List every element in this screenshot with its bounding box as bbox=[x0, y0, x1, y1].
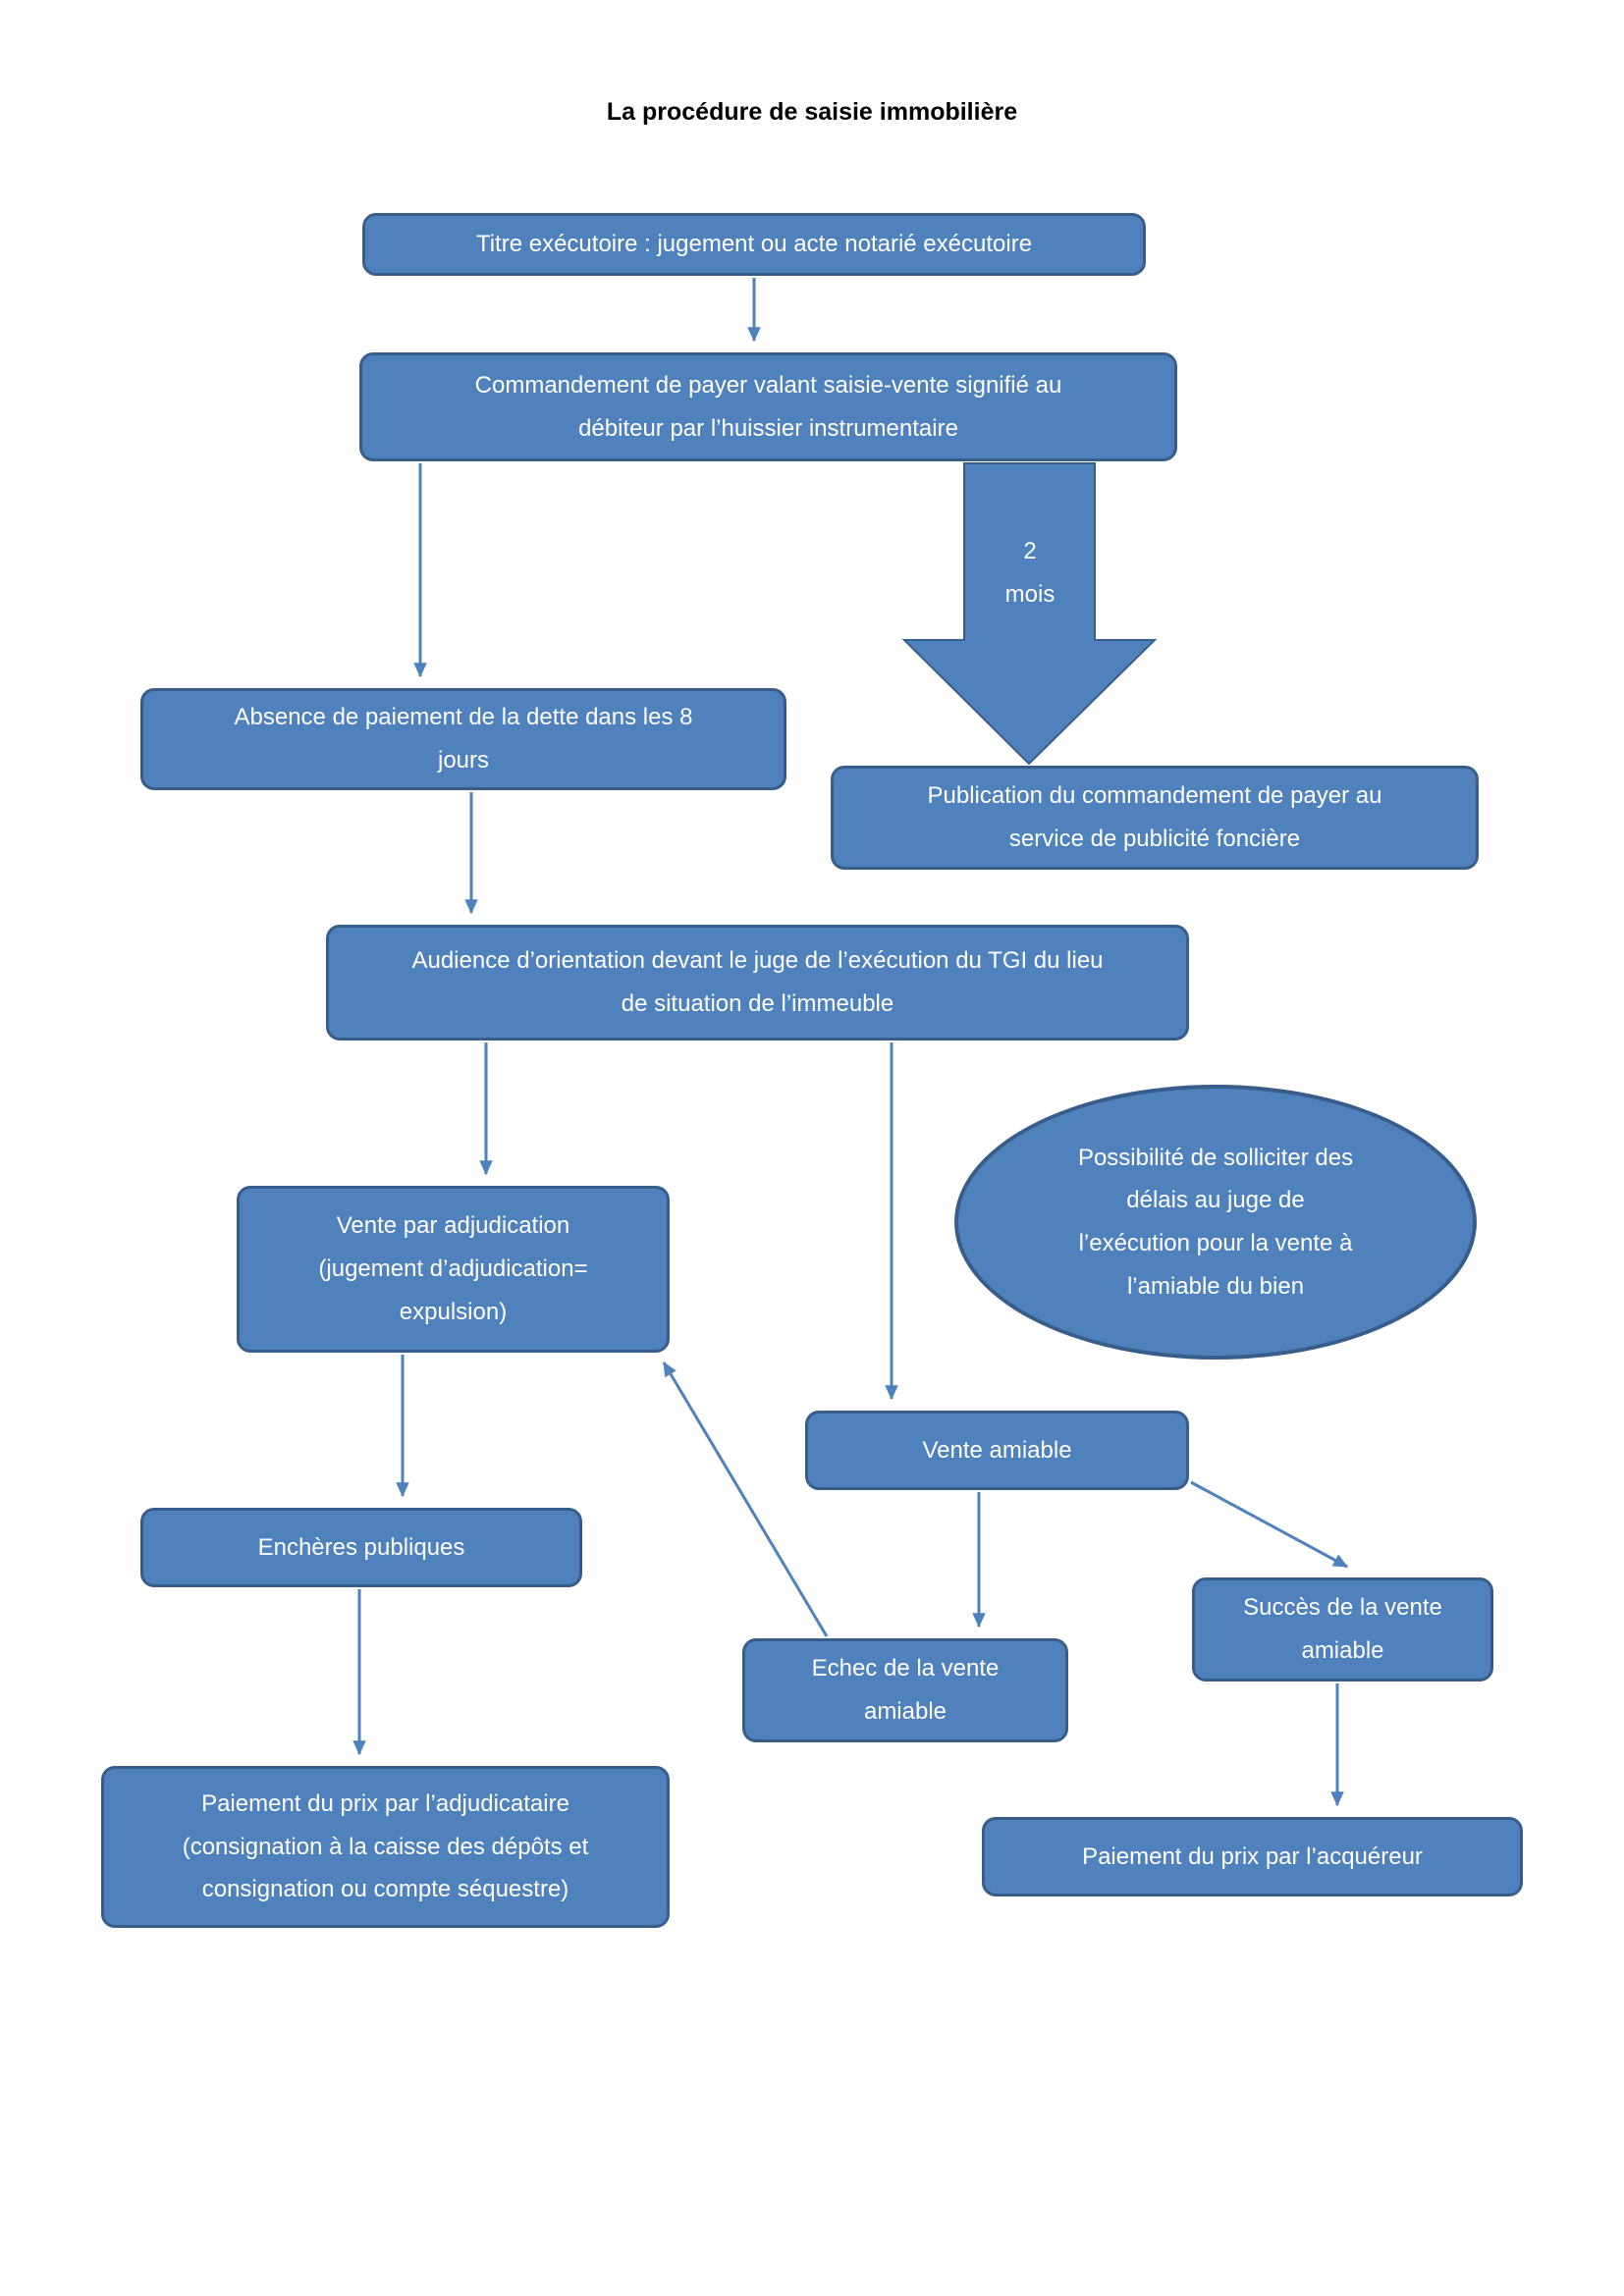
block-arrow-2-mois bbox=[901, 462, 1158, 766]
node-vente-par-adjudication: Vente par adjudication (jugement d’adjud… bbox=[237, 1186, 670, 1353]
page-title: La procédure de saisie immobilière bbox=[606, 98, 1018, 126]
node-encheres-publiques: Enchères publiques bbox=[140, 1508, 582, 1587]
node-commandement-de-payer: Commandement de payer valant saisie-vent… bbox=[359, 352, 1177, 461]
node-audience-orientation: Audience d’orientation devant le juge de… bbox=[326, 925, 1189, 1041]
arrow-echec-to-adjudication bbox=[662, 1361, 829, 1637]
node-publication-commandement: Publication du commandement de payer au … bbox=[831, 766, 1479, 870]
label-2-mois: 2 mois bbox=[1004, 538, 1056, 608]
node-absence-paiement: Absence de paiement de la dette dans les… bbox=[140, 688, 786, 790]
node-succes-vente-amiable: Succès de la vente amiable bbox=[1192, 1577, 1493, 1682]
node-titre-executoire: Titre exécutoire : jugement ou acte nota… bbox=[362, 213, 1146, 276]
node-paiement-adjudicataire: Paiement du prix par l’adjudicataire (co… bbox=[101, 1766, 670, 1928]
node-paiement-acquereur: Paiement du prix par l’acquéreur bbox=[982, 1817, 1523, 1896]
node-possibilite-delais-ellipse: Possibilité de solliciter des délais au … bbox=[954, 1085, 1477, 1360]
node-echec-vente-amiable: Echec de la vente amiable bbox=[742, 1638, 1068, 1742]
node-vente-amiable: Vente amiable bbox=[805, 1411, 1189, 1490]
arrow-vente-amiable-to-succes bbox=[1190, 1480, 1349, 1569]
